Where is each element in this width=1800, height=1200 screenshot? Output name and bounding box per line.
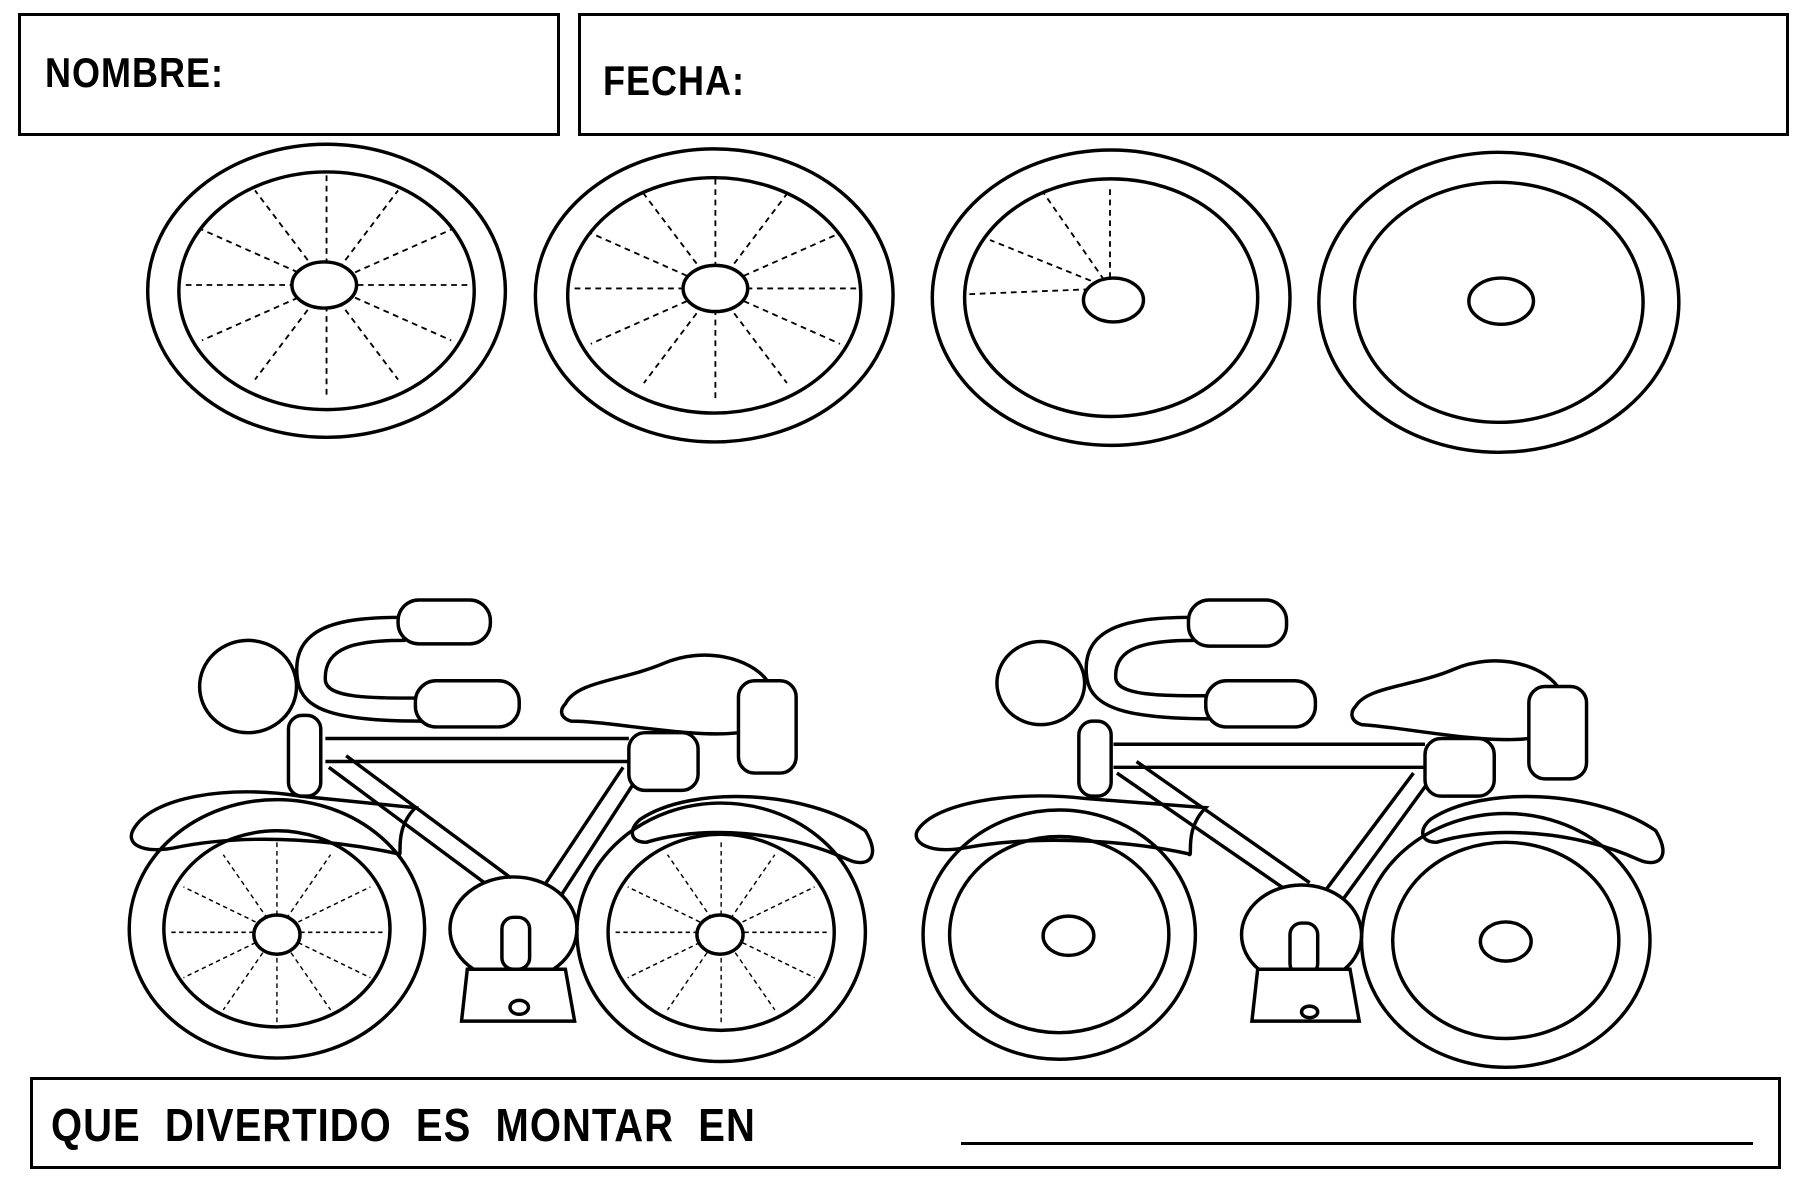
- bicycle-with-spokes: [127, 598, 875, 1064]
- sentence-box: QUE DIVERTIDO ES MONTAR EN: [30, 1077, 1781, 1169]
- name-box[interactable]: NOMBRE:: [18, 13, 560, 136]
- wheel-partial: [930, 148, 1292, 448]
- sentence-text: QUE DIVERTIDO ES MONTAR EN: [51, 1100, 756, 1152]
- date-box[interactable]: FECHA:: [578, 13, 1789, 136]
- wheel-empty: [1317, 150, 1681, 455]
- wheel-complete-1: [145, 142, 508, 440]
- answer-blank-line[interactable]: [961, 1142, 1753, 1145]
- bicycle-without-spokes: [914, 598, 1665, 1070]
- date-label: FECHA:: [603, 56, 745, 104]
- wheel-complete-2: [533, 147, 895, 444]
- name-label: NOMBRE:: [45, 48, 224, 96]
